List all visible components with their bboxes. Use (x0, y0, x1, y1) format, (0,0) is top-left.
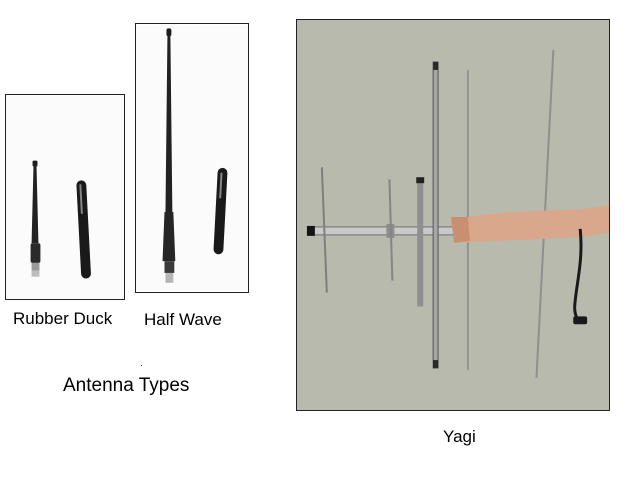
antenna-types-title: Antenna Types (63, 375, 190, 396)
rubber-duck-antenna (30, 160, 41, 277)
half-wave-antenna (162, 28, 176, 283)
yagi-illustration (297, 20, 609, 410)
rubber-duck-illustration (6, 95, 124, 299)
rubber-duck-caption: Rubber Duck (13, 309, 113, 328)
stray-dot (141, 365, 142, 366)
half-wave-illustration (136, 25, 248, 291)
half-wave-photo (135, 23, 249, 293)
pen-for-scale-1 (76, 180, 91, 279)
half-wave-caption: Half Wave (144, 310, 222, 329)
yagi-caption: Yagi (443, 427, 476, 446)
pen-for-scale-2 (213, 167, 228, 255)
yagi-photo (296, 19, 610, 411)
rubber-duck-photo (5, 94, 125, 300)
